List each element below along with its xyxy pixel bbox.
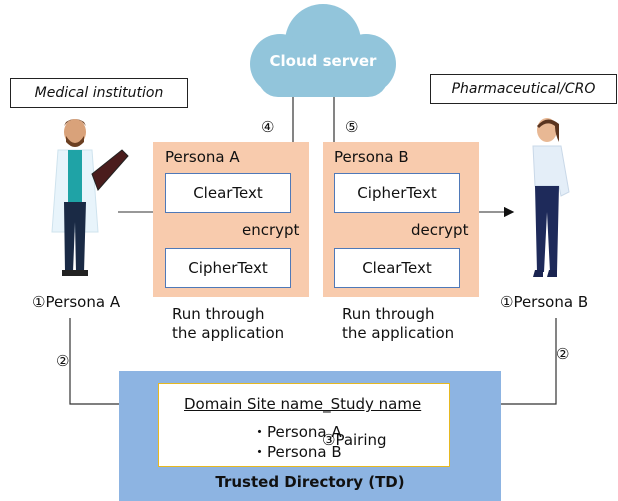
persona-a-label: ①Persona A bbox=[32, 293, 121, 311]
step-2-right-label: ② bbox=[556, 345, 570, 363]
persona-b-ciphertext-box: CipherText bbox=[334, 173, 460, 213]
persona-a-caption: Run through the application bbox=[172, 305, 284, 343]
persona-a-box-title: Persona A bbox=[165, 148, 240, 166]
domain-study-name: Domain Site name_Study name bbox=[184, 395, 422, 413]
persona-a-caption-line1: Run through bbox=[172, 305, 265, 323]
trusted-directory-title: Trusted Directory (TD) bbox=[215, 473, 405, 491]
pairing-member-b: ・Persona B bbox=[252, 443, 342, 461]
medical-institution-label: Medical institution bbox=[10, 78, 188, 108]
pairing-label: ③Pairing bbox=[322, 431, 387, 449]
step-5-download-label: ⑤ bbox=[345, 118, 359, 136]
persona-a-ciphertext-box: CipherText bbox=[165, 248, 291, 288]
pairing-member-a: ・Persona A bbox=[252, 423, 342, 441]
persona-b-cleartext-box: ClearText bbox=[334, 248, 460, 288]
encrypt-label: encrypt bbox=[242, 221, 300, 239]
step-2-left-label: ② bbox=[56, 352, 70, 370]
domain-entry-box bbox=[158, 383, 450, 467]
persona-b-caption-line1: Run through bbox=[342, 305, 435, 323]
decrypt-label: decrypt bbox=[411, 221, 469, 239]
persona-a-cleartext-box: ClearText bbox=[165, 173, 291, 213]
cloud-server-label: Cloud server bbox=[269, 52, 377, 70]
pharmaceutical-cro-label: Pharmaceutical/CRO bbox=[430, 74, 617, 104]
persona-b-label: ①Persona B bbox=[500, 293, 589, 311]
cloud-server-icon bbox=[250, 4, 396, 97]
doctor-icon bbox=[51, 119, 129, 276]
persona-b-caption: Run through the application bbox=[342, 305, 454, 343]
persona-b-box-title: Persona B bbox=[334, 148, 409, 166]
step-4-upload-label: ④ bbox=[261, 118, 275, 136]
persona-b-caption-line2: the application bbox=[342, 324, 455, 342]
persona-a-caption-line2: the application bbox=[172, 324, 285, 342]
businesswoman-icon bbox=[532, 118, 570, 277]
